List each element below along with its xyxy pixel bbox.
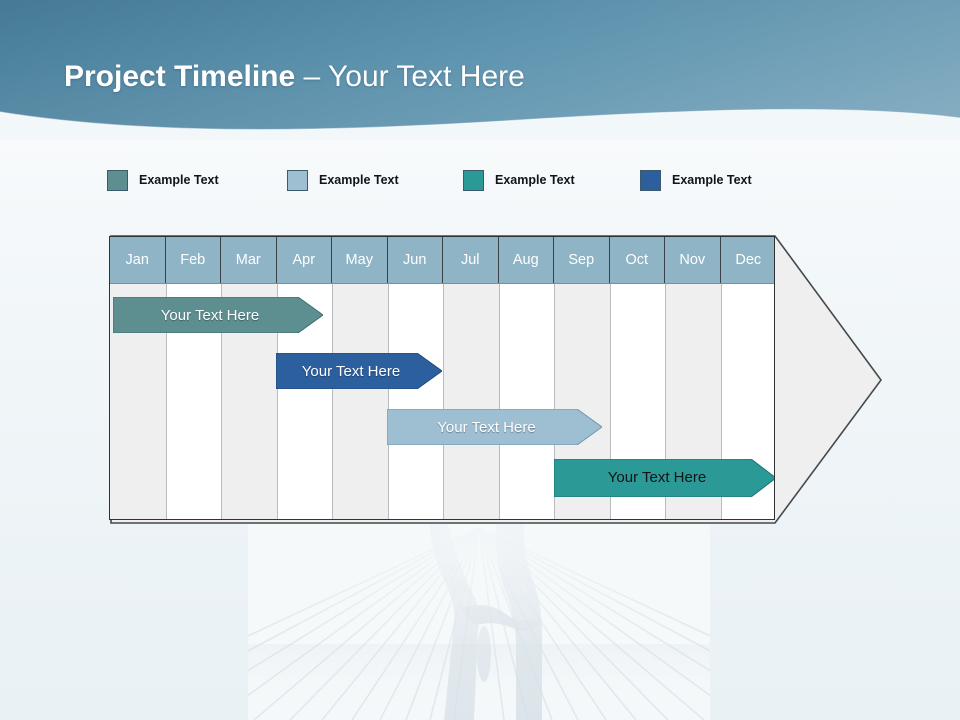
column-band-feb bbox=[165, 237, 221, 519]
timeline-bars: Your Text Here Your Text Here Your Text … bbox=[110, 237, 774, 519]
grid-divider bbox=[443, 283, 444, 519]
legend-item-2[interactable]: Example Text bbox=[287, 168, 399, 192]
legend-item-1[interactable]: Example Text bbox=[107, 168, 219, 192]
grid-divider bbox=[165, 283, 167, 519]
legend: Example Text Example Text Example Text E… bbox=[107, 168, 807, 196]
column-band-jul bbox=[443, 237, 499, 519]
timeline-bar-3[interactable]: Your Text Here bbox=[387, 409, 602, 445]
page-title-rest: – Your Text Here bbox=[295, 60, 525, 93]
grid-divider bbox=[609, 283, 611, 519]
legend-swatch-icon bbox=[287, 169, 308, 191]
slide-header-band: Project Timeline – Your Text Here bbox=[0, 0, 960, 140]
legend-label: Example Text bbox=[672, 173, 752, 187]
grid-divider bbox=[665, 283, 666, 519]
timeline-bar-2[interactable]: Your Text Here bbox=[276, 353, 442, 389]
grid-divider bbox=[387, 283, 389, 519]
timeline-grid: Jan Feb Mar Apr May Jun Jul Aug Sep Oct … bbox=[109, 236, 775, 520]
column-band-mar bbox=[221, 237, 277, 519]
grid-divider bbox=[720, 283, 722, 519]
legend-swatch-icon bbox=[107, 169, 128, 191]
legend-item-3[interactable]: Example Text bbox=[463, 168, 575, 192]
grid-divider bbox=[276, 283, 278, 519]
timeline-bar-1[interactable]: Your Text Here bbox=[113, 297, 323, 333]
timeline-bar-label: Your Text Here bbox=[607, 468, 707, 486]
grid-divider bbox=[498, 283, 500, 519]
grid-divider bbox=[332, 283, 333, 519]
page-title: Project Timeline – Your Text Here bbox=[64, 60, 525, 94]
legend-swatch-icon bbox=[463, 169, 484, 191]
column-band-jan bbox=[110, 237, 166, 519]
timeline-bar-label: Your Text Here bbox=[301, 362, 401, 380]
background-watermark-image bbox=[248, 524, 710, 720]
legend-item-4[interactable]: Example Text bbox=[640, 168, 752, 192]
timeline-bar-label: Your Text Here bbox=[160, 306, 260, 324]
legend-label: Example Text bbox=[139, 173, 219, 187]
grid-divider bbox=[554, 283, 555, 519]
timeline-chart: Jan Feb Mar Apr May Jun Jul Aug Sep Oct … bbox=[109, 236, 775, 520]
page-title-bold: Project Timeline bbox=[64, 60, 296, 93]
column-band-aug bbox=[498, 237, 554, 519]
legend-swatch-icon bbox=[640, 169, 661, 191]
legend-label: Example Text bbox=[319, 173, 399, 187]
grid-divider bbox=[221, 283, 222, 519]
timeline-bar-label: Your Text Here bbox=[437, 418, 536, 436]
legend-label: Example Text bbox=[495, 173, 575, 187]
timeline-bar-4[interactable]: Your Text Here bbox=[554, 459, 774, 497]
